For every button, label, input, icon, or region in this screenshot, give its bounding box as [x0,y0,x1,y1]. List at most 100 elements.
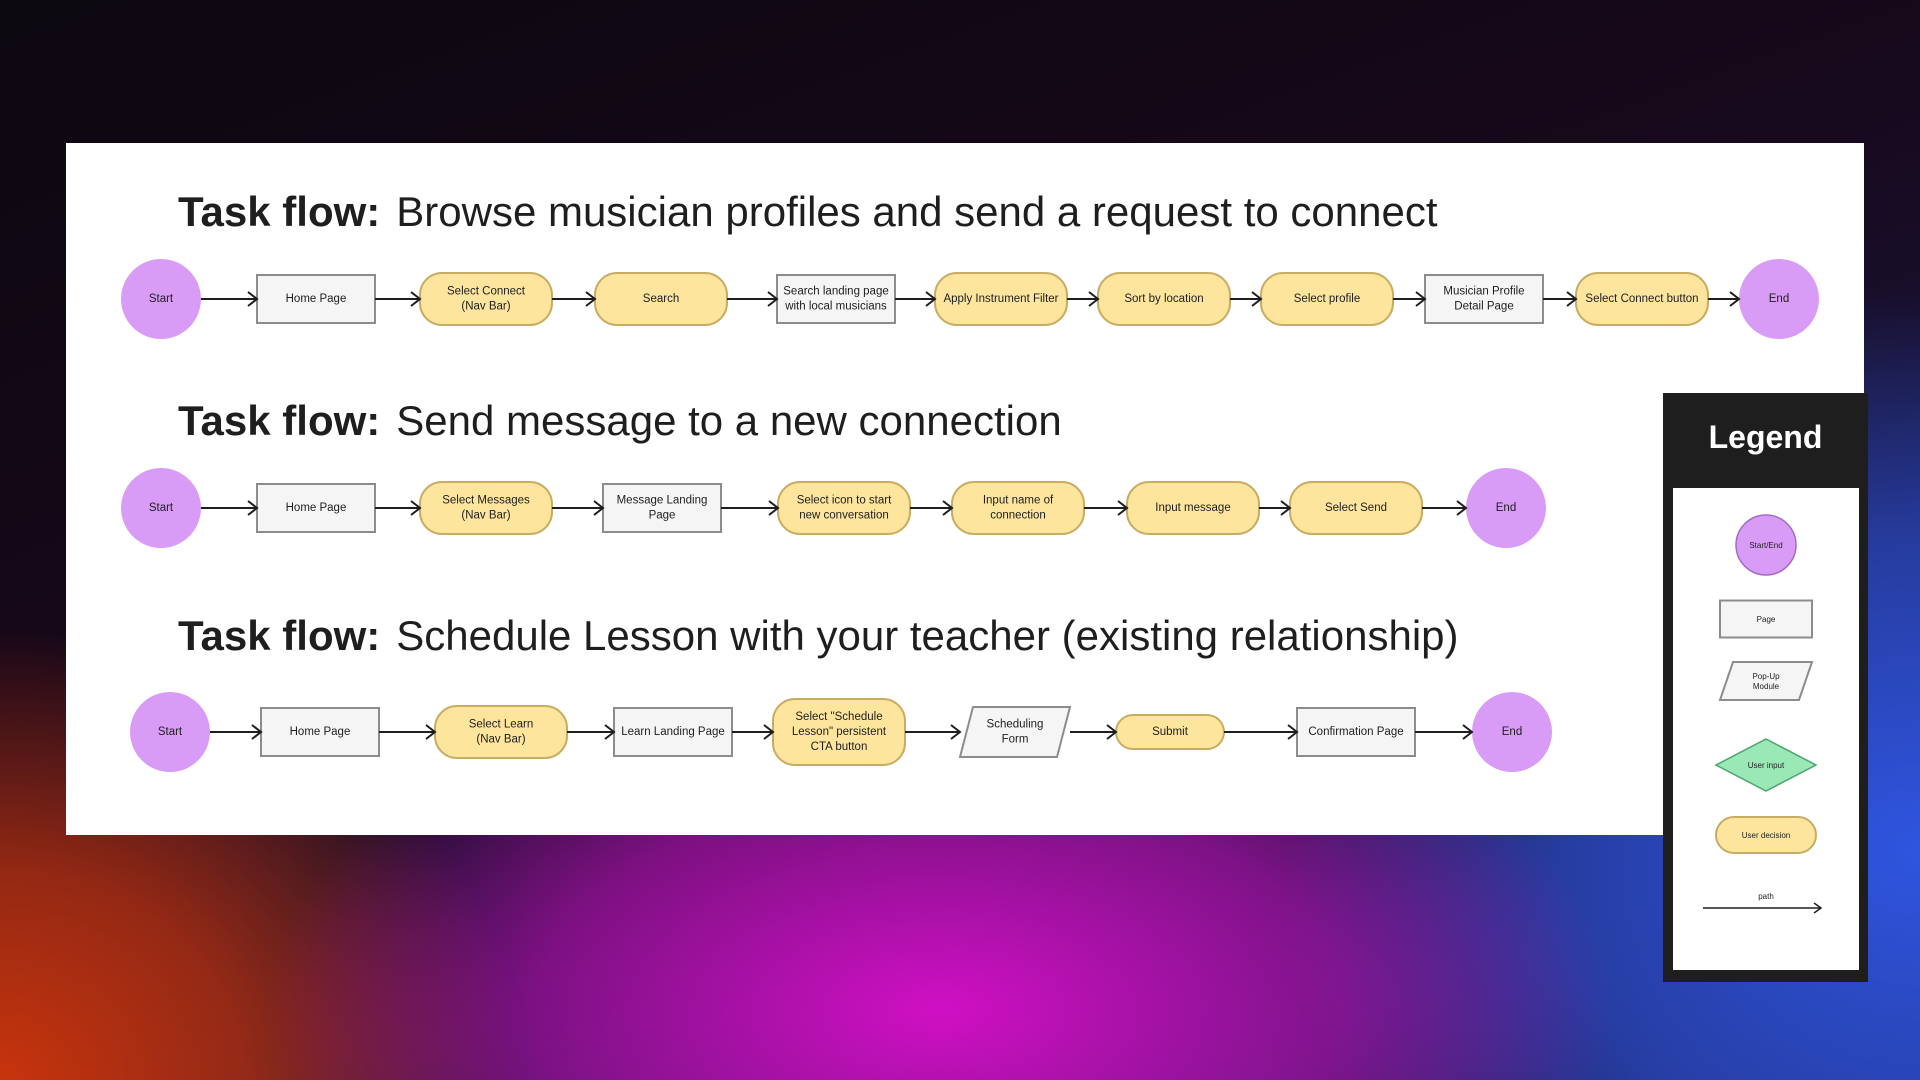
flow1-path-arrow-2 [375,291,422,307]
flow1-path-arrow-10 [1708,291,1741,307]
flow1-path-arrow-9 [1543,291,1578,307]
flow3-start-end-node-1: Start [130,692,210,772]
flow2-path-arrow-8 [1422,500,1468,516]
legend-start-end-node-item: Start/End [1735,514,1797,576]
flow1-decision-node-8: Select profile [1260,272,1394,326]
flow3-page-node-2-label: Home Page [290,726,351,738]
flow1-decision-node-10-label: Select Connect button [1585,293,1698,305]
flow2-start-end-node-9-label: End [1496,502,1516,514]
legend-input-node-item: User input [1714,738,1818,792]
flow3-start-end-node-9: End [1472,692,1552,772]
flow3-page-node-4: Learn Landing Page [613,707,733,757]
flow3-page-node-8-label: Confirmation Page [1308,726,1403,738]
flow2-decision-node-3: Select Messages(Nav Bar) [419,481,553,535]
flow1-path-arrow-1 [201,291,259,307]
legend-input-node-item-label: User input [1748,761,1785,770]
flow1-decision-node-7-label: Sort by location [1124,293,1203,305]
flow3-path-arrow-7 [1224,724,1299,740]
flow3-decision-node-3-label: Select Learn(Nav Bar) [469,719,534,746]
flow2-decision-node-8: Select Send [1289,481,1423,535]
legend-path-item: path [1703,892,1823,914]
legend-title: Legend [1708,419,1823,455]
legend-decision-node-item-label: User decision [1742,831,1790,840]
flow-label-2: Task flow: [178,397,381,444]
flow1-page-node-2: Home Page [256,274,376,324]
flow1-path-arrow-7 [1230,291,1263,307]
flow2-path-arrow-4 [721,500,780,516]
flow2-decision-node-8-label: Select Send [1325,502,1387,514]
flow2-path-arrow-1 [201,500,259,516]
flow2-page-node-2-label: Home Page [286,502,347,514]
flow2-path-arrow-5 [910,500,954,516]
flow-title-3: Task flow: Schedule Lesson with your teac… [178,615,1459,657]
flow2-decision-node-7-label: Input message [1155,502,1230,514]
flow2-decision-node-7: Input message [1126,481,1260,535]
flow1-path-arrow-5 [895,291,937,307]
flow3-path-arrow-5 [905,724,962,740]
flow-heading-3: Schedule Lesson with your teacher (exist… [396,612,1459,659]
flow2-start-end-node-1-label: Start [149,502,174,514]
flow-heading-2: Send message to a new connection [396,397,1062,444]
flow2-path-arrow-3 [552,500,605,516]
legend-decision-node-item: User decision [1715,816,1817,854]
flow3-page-node-4-label: Learn Landing Page [621,726,725,738]
legend-page-node-item: Page [1719,599,1813,639]
legend-start-end-node-item-label: Start/End [1749,541,1782,550]
flow3-decision-node-3: Select Learn(Nav Bar) [434,705,568,759]
flow1-path-arrow-4 [727,291,779,307]
flow1-path-arrow-6 [1067,291,1100,307]
flow1-start-end-node-11: End [1739,259,1819,339]
flow1-decision-node-8-label: Select profile [1294,293,1360,305]
flow2-decision-node-3-label: Select Messages(Nav Bar) [442,495,530,522]
flow-title-2: Task flow: Send message to a new connecti… [178,400,1062,442]
flow3-page-node-8: Confirmation Page [1296,707,1416,757]
flow-label-3: Task flow: [178,612,381,659]
flow3-decision-node-7: Submit [1115,714,1225,750]
flow3-path-arrow-2 [379,724,437,740]
flow1-decision-node-6-label: Apply Instrument Filter [943,293,1058,305]
flow3-path-arrow-4 [732,724,775,740]
legend-page-node-item-label: Page [1757,615,1776,624]
flow2-start-end-node-9: End [1466,468,1546,548]
flow1-path-arrow-3 [552,291,597,307]
flow1-start-end-node-1-label: Start [149,293,174,305]
flow2-path-arrow-6 [1084,500,1129,516]
flow3-page-node-2: Home Page [260,707,380,757]
flow1-decision-node-3-label: Select Connect(Nav Bar) [447,286,526,313]
flow1-decision-node-4: Search [594,272,728,326]
flow2-path-arrow-7 [1259,500,1292,516]
flow-title-1: Task flow: Browse musician profiles and s… [178,191,1438,233]
flow-heading-1: Browse musician profiles and send a requ… [396,188,1438,235]
flow3-path-arrow-1 [210,724,263,740]
flow1-path-arrow-8 [1393,291,1427,307]
flow1-decision-node-10: Select Connect button [1575,272,1709,326]
flow1-start-end-node-11-label: End [1769,293,1789,305]
diagram-canvas: Task flow: Browse musician profiles and s… [66,143,1864,835]
flow3-start-end-node-9-label: End [1502,726,1522,738]
flow1-decision-node-6: Apply Instrument Filter [934,272,1068,326]
flow1-start-end-node-1: Start [121,259,201,339]
flow3-start-end-node-1-label: Start [158,726,183,738]
legend-path-item-label: path [1758,892,1774,901]
flow-label-1: Task flow: [178,188,381,235]
flow1-decision-node-7: Sort by location [1097,272,1231,326]
